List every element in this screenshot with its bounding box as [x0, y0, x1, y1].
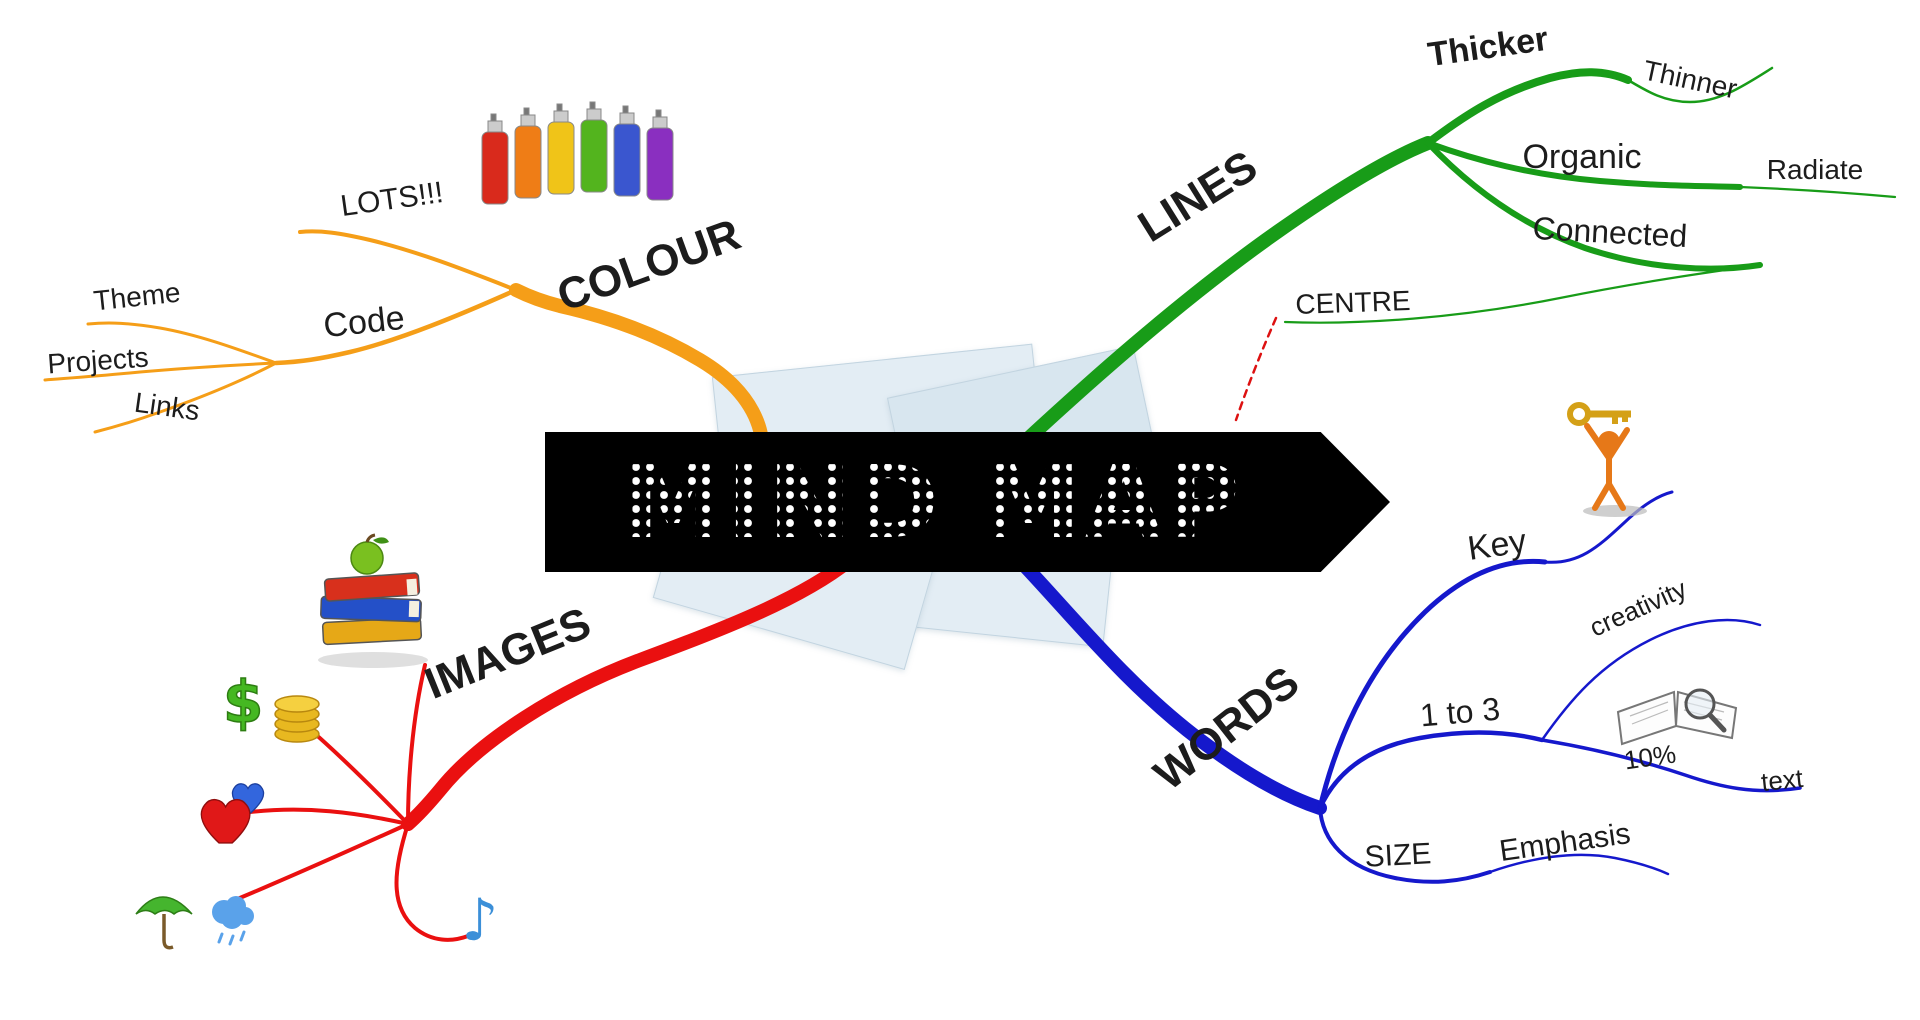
- words-one-to-three-label: 1 to 3: [1418, 690, 1502, 734]
- lines-centre-line: [1283, 263, 1762, 324]
- images-hearts-line: [248, 807, 410, 826]
- colour-code-line: [273, 287, 519, 366]
- lines-radiate-label: Radiate: [1766, 154, 1864, 185]
- words-key-line: [1317, 558, 1548, 811]
- words-size-line: [1318, 806, 1492, 884]
- money-coins-icon: $: [222, 667, 320, 743]
- umbrella-icon: [135, 896, 193, 915]
- lines-organic-label: Organic: [1522, 138, 1642, 176]
- words-one-to-three-line: [1317, 730, 1545, 811]
- dollar-glyph: $: [223, 668, 263, 736]
- colour-lots-line: [298, 229, 518, 292]
- colour-code-label: Code: [321, 298, 407, 346]
- key-figure-icon: [1567, 402, 1647, 517]
- spray-cans-icon: [481, 101, 674, 205]
- words-emphasis-line: [1488, 853, 1670, 876]
- lines-branch-trunk: [998, 136, 1435, 467]
- words-text-label: text: [1759, 762, 1805, 798]
- centre-pointer-dashed-line: [1234, 316, 1278, 422]
- words-key-extension-line: [1543, 490, 1674, 564]
- lines-connected-line: [1425, 140, 1763, 272]
- images-books-line: [406, 663, 427, 826]
- colour-links-line: [93, 361, 278, 434]
- book-magnifier-icon: [1616, 688, 1738, 746]
- lines-centre-label: CENTRE: [1294, 285, 1412, 320]
- magnifier-icon: [1684, 688, 1727, 733]
- central-topic-title: MIND MAP: [545, 432, 1322, 572]
- lines-organic-line: [1425, 140, 1743, 190]
- key-icon: [1567, 402, 1631, 426]
- colour-projects-line: [43, 361, 278, 382]
- colour-theme-line: [86, 321, 278, 365]
- books-apple-icon: [318, 533, 428, 668]
- lines-thinner-line: [1626, 66, 1774, 104]
- central-topic-banner: MIND MAP: [545, 432, 1390, 572]
- umbrella-rain-cloud-icon: [135, 896, 254, 950]
- colour-branch-trunk: [509, 283, 770, 477]
- words-key-label: Key: [1465, 522, 1529, 568]
- images-umbrella-line: [233, 822, 410, 902]
- lines-thicker-line: [1424, 68, 1632, 147]
- words-creativity-line: [1540, 618, 1762, 742]
- words-branch-trunk: [993, 533, 1327, 815]
- lines-connected-label: Connected: [1531, 209, 1689, 255]
- rain-cloud-icon: [212, 896, 254, 946]
- images-branch-trunk: [401, 553, 857, 831]
- images-music-line: [394, 822, 470, 942]
- music-note-icon: ♪: [461, 886, 499, 954]
- lines-radiate-line: [1738, 185, 1897, 199]
- colour-projects-label: Projects: [46, 341, 150, 380]
- words-text-line: [1540, 738, 1802, 793]
- hearts-icon: [200, 783, 265, 844]
- words-size-label: SIZE: [1363, 837, 1433, 874]
